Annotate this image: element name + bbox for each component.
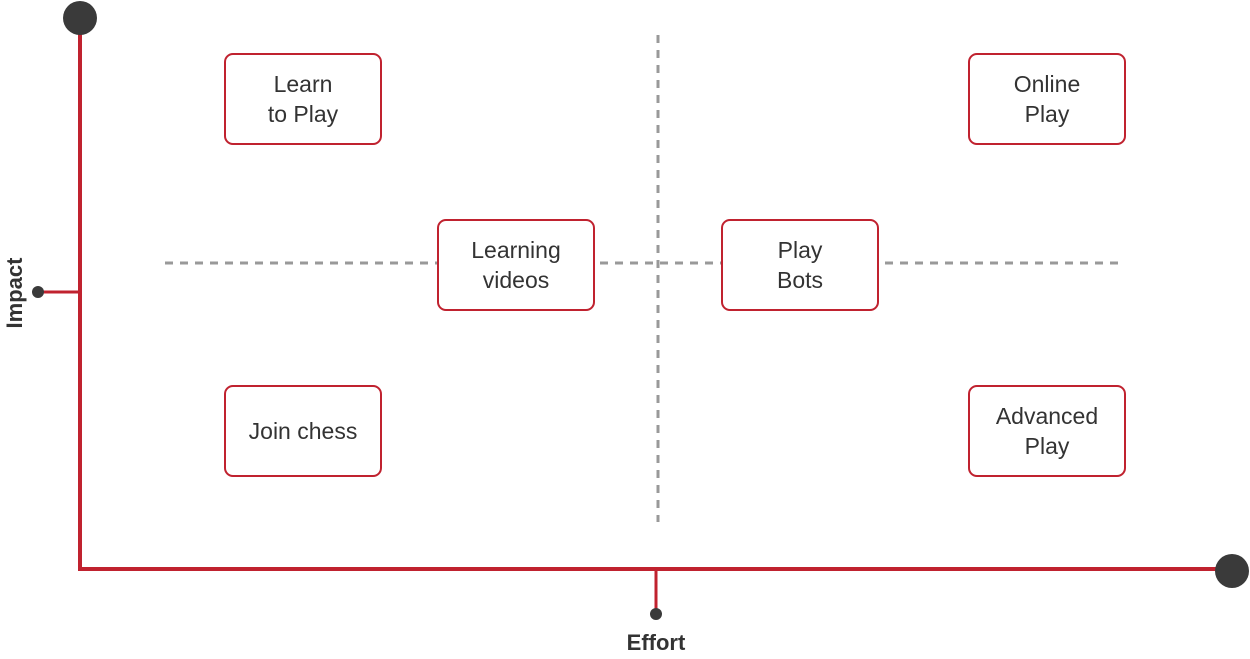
impact-tick-dot [32,286,44,298]
effort-tick-dot [650,608,662,620]
item-join-chess[interactable]: Join chess [224,385,382,477]
x-axis-label: Effort [626,630,686,655]
y-axis-label: Impact [2,257,27,329]
x-axis-endpoint [1215,554,1249,588]
item-advanced-play[interactable]: Advanced Play [968,385,1126,477]
item-learning-videos[interactable]: Learning videos [437,219,595,311]
item-learn-to-play[interactable]: Learn to Play [224,53,382,145]
y-axis-endpoint [63,1,97,35]
item-play-bots[interactable]: Play Bots [721,219,879,311]
item-online-play[interactable]: Online Play [968,53,1126,145]
